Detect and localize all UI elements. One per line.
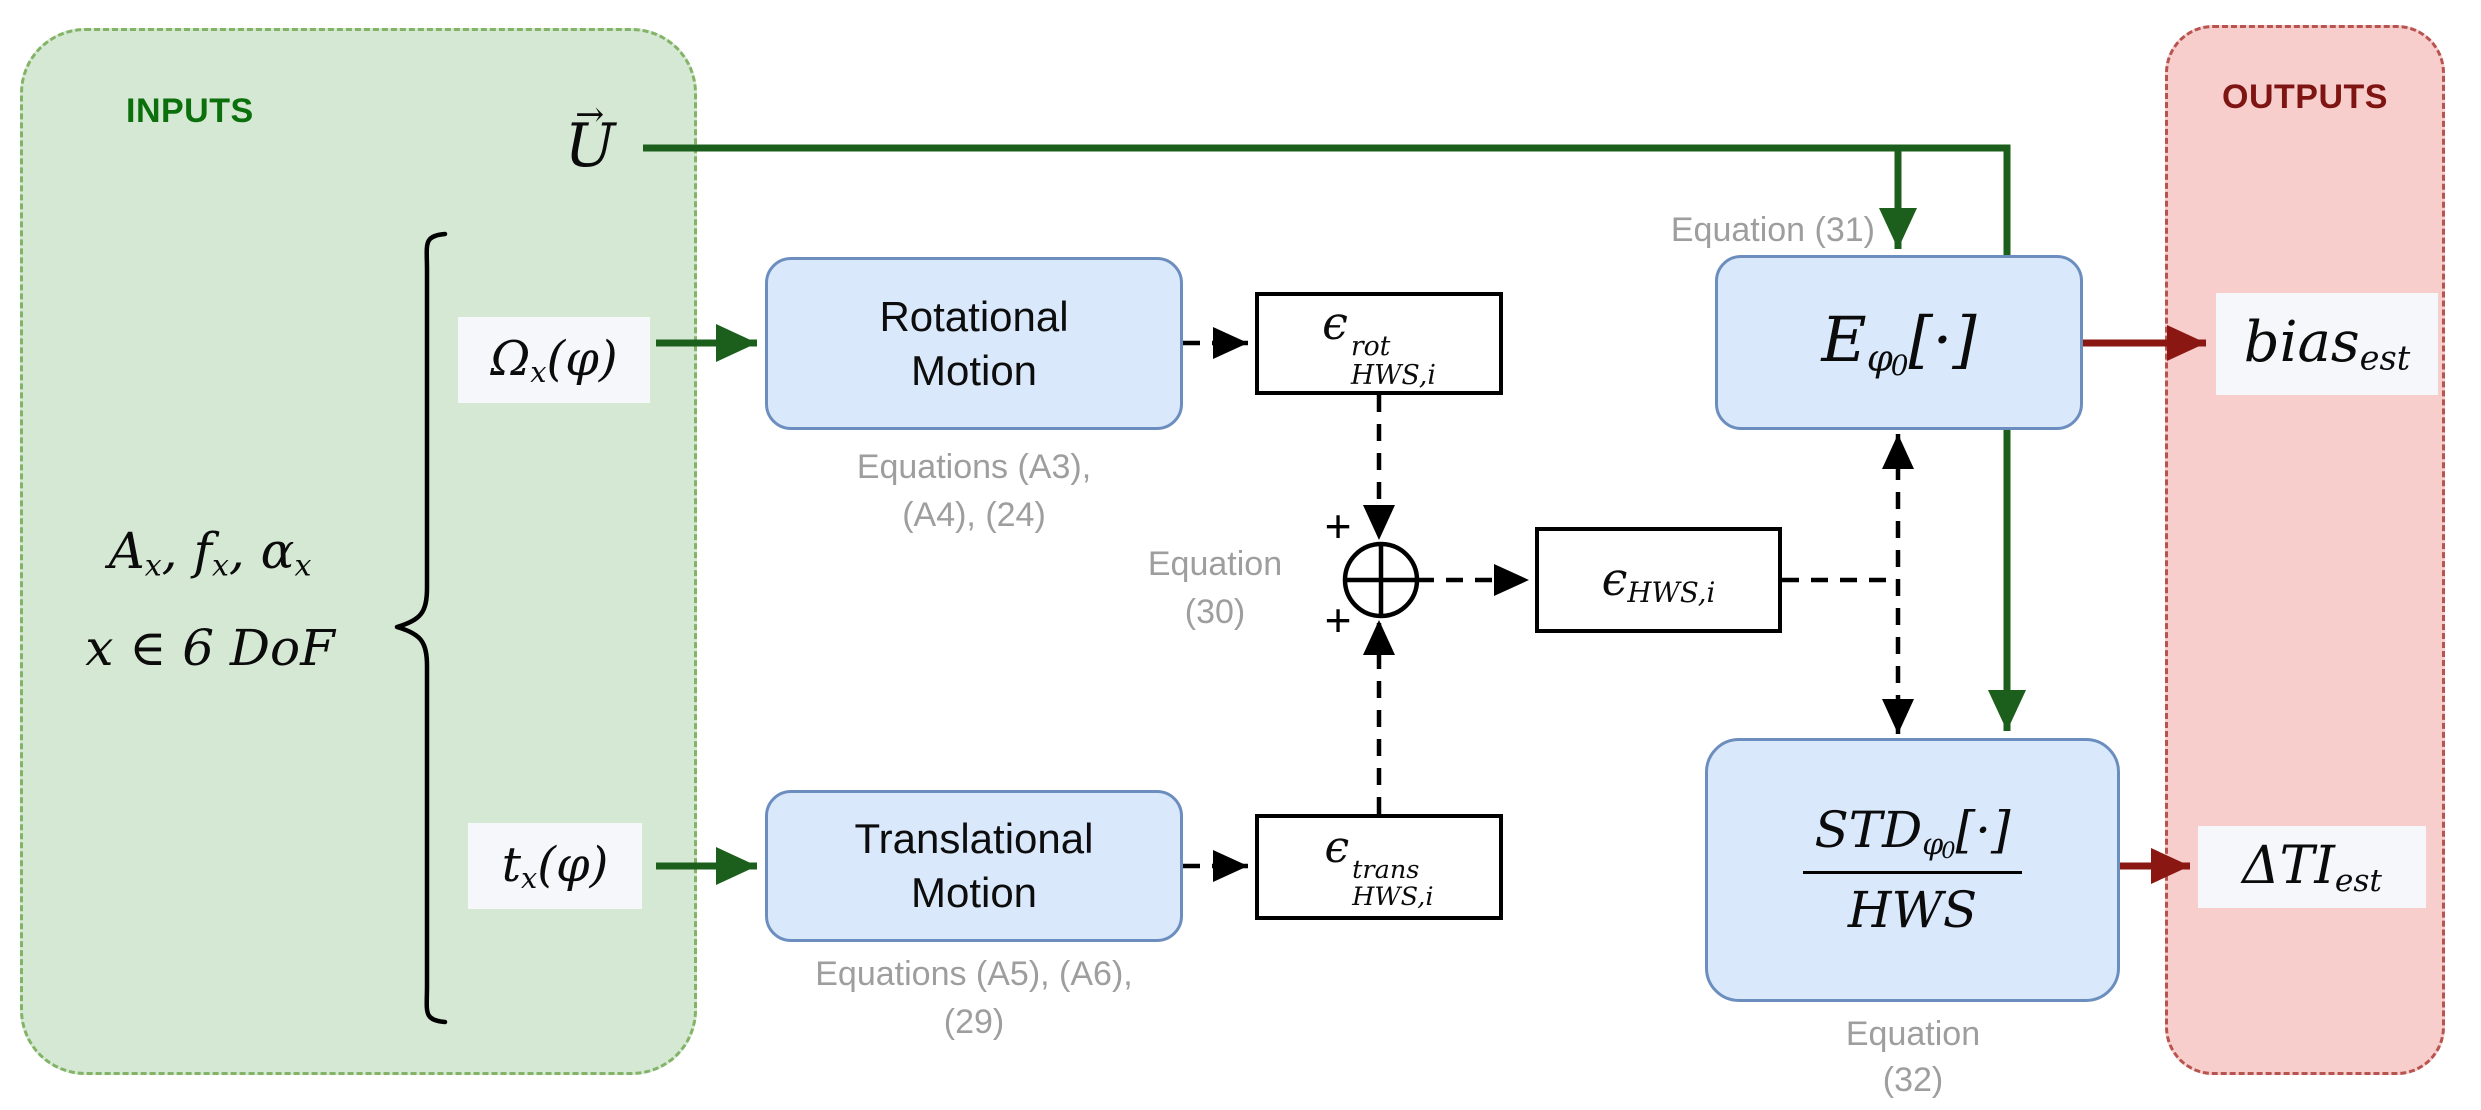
t-signal-label: tx(φ) — [468, 823, 642, 909]
eps-sum-box: ϵHWS,i — [1535, 527, 1782, 633]
rotational-equations-note: Equations (A3), (A4), (24) — [856, 448, 1092, 535]
outputs-panel-title: OUTPUTS — [2222, 78, 2388, 116]
translational-equations-note: Equations (A5), (A6), (29) — [815, 955, 1133, 1042]
bias-est-label: biasest — [2216, 293, 2438, 395]
omega-signal-label: Ωx(φ) — [458, 317, 650, 403]
sum-equation-note: Equation (30) — [1147, 545, 1283, 632]
expectation-block: Eφ0[·] — [1715, 255, 2083, 430]
delta-ti-est-label: ΔTIest — [2198, 826, 2426, 908]
summation-junction — [1342, 541, 1420, 619]
std-block: STDφ0[·]HWS — [1705, 738, 2120, 1002]
brace — [394, 231, 448, 1025]
sum-plus-bottom: + — [1324, 594, 1352, 646]
wind-speed-label: →U — [564, 95, 616, 181]
std-equation-note: Equation (32) — [1845, 1015, 1981, 1099]
inputs-panel-title: INPUTS — [126, 92, 254, 130]
u-feed-line — [643, 144, 2026, 731]
dof-params-label: Ax, fx, αx x ∈ 6 DoF — [85, 522, 335, 677]
sum-plus-top: + — [1324, 500, 1352, 552]
expectation-equation-note: Equation (31) — [1670, 211, 1875, 249]
